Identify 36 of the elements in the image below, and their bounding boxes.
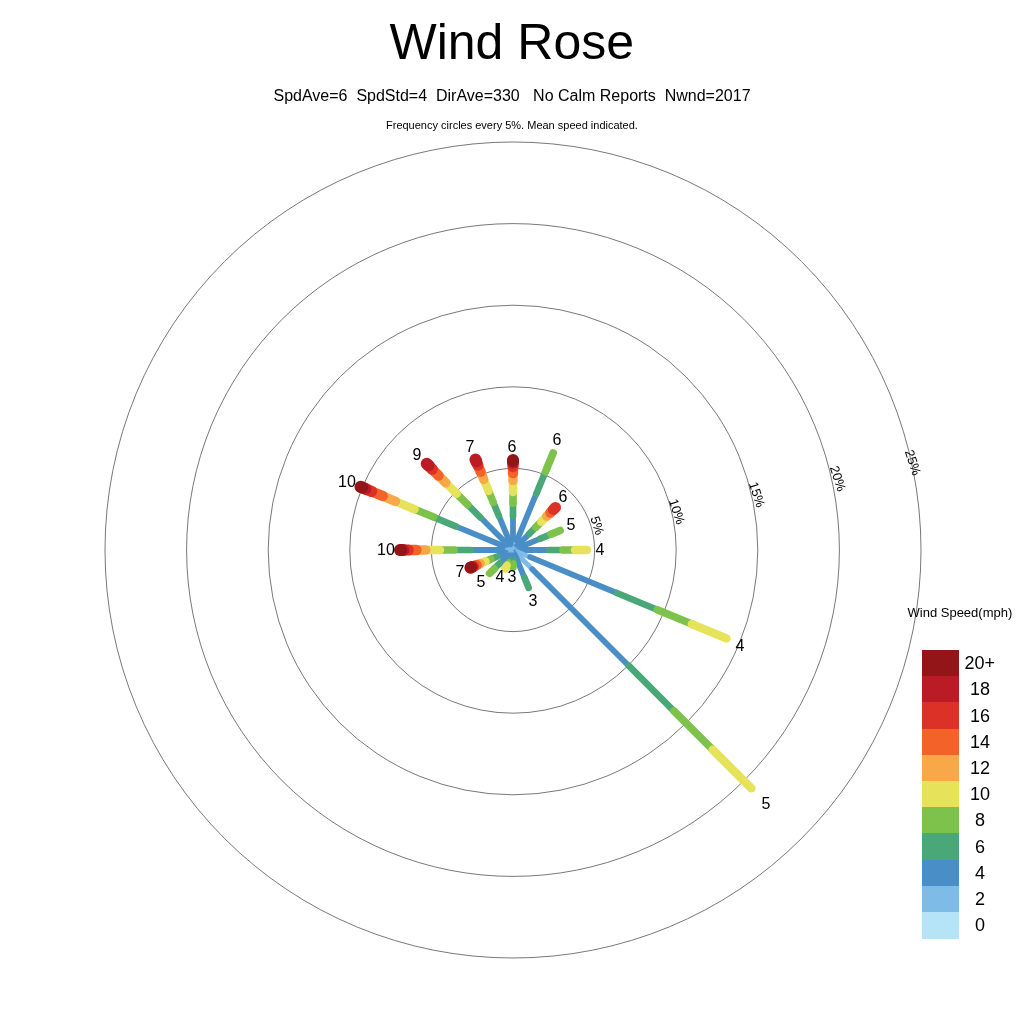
mean-speed-label: 9 <box>412 447 422 463</box>
legend-title: Wind Speed(mph) <box>907 605 1013 619</box>
mean-speed-label: 6 <box>507 439 517 455</box>
mean-speed-label: 3 <box>528 593 538 609</box>
mean-speed-label: 6 <box>558 489 568 505</box>
legend-label: 18 <box>970 680 991 699</box>
legend-label: 14 <box>970 732 991 751</box>
mean-speed-label: 4 <box>595 542 605 558</box>
mean-speed-label: 3 <box>507 569 517 585</box>
mean-speed-label: 5 <box>761 796 771 812</box>
legend-label: 8 <box>975 811 985 830</box>
legend-label: 12 <box>970 758 991 777</box>
legend-label: 10 <box>970 785 991 804</box>
legend-label: 2 <box>975 889 985 908</box>
legend-label: 16 <box>970 706 991 725</box>
legend-label: 4 <box>975 863 985 882</box>
mean-speed-label: 4 <box>495 569 505 585</box>
chart-title: Wind Rose <box>389 17 635 67</box>
mean-speed-label: 4 <box>735 638 745 654</box>
mean-speed-label: 7 <box>455 564 465 580</box>
mean-speed-label: 6 <box>552 432 562 448</box>
ring-label: 5% <box>587 514 606 536</box>
ring-label: 20% <box>827 463 849 493</box>
mean-speed-label: 5 <box>476 574 486 590</box>
stats-text: SpdAve=6 SpdStd=4 DirAve=330 No Calm Reports Nwnd=2017 <box>273 88 751 104</box>
note-text: Frequency circles every 5%. Mean speed indicated. <box>386 119 638 131</box>
mean-speed-label: 10 <box>377 542 395 558</box>
legend-label: 0 <box>975 916 985 935</box>
legend-label: 20+ <box>964 654 996 673</box>
ring-label: 25% <box>902 447 924 477</box>
legend-label: 6 <box>975 837 985 856</box>
ring-label: 10% <box>666 496 688 526</box>
ring-label: 15% <box>746 479 768 509</box>
mean-speed-label: 10 <box>338 474 356 490</box>
mean-speed-label: 7 <box>465 439 475 455</box>
mean-speed-label: 5 <box>566 517 576 533</box>
